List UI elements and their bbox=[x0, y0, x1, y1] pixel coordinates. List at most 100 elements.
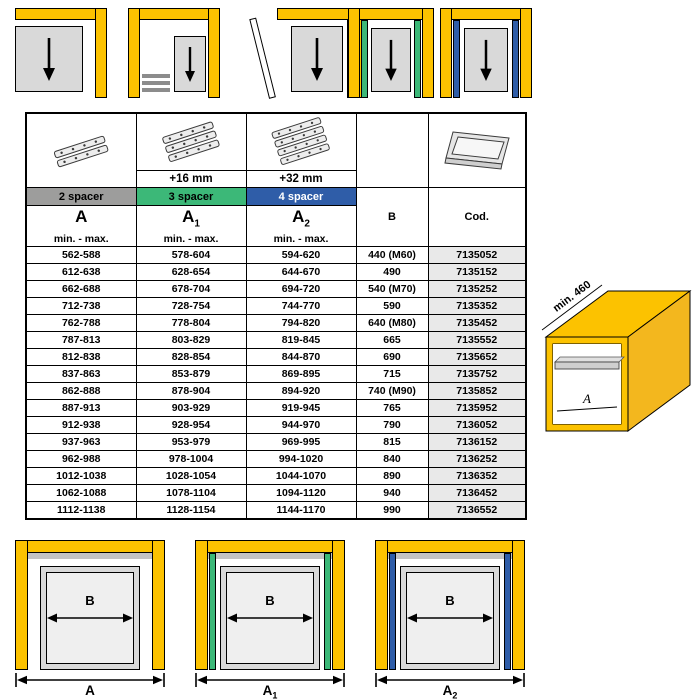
green-spacer-strip bbox=[361, 20, 368, 98]
drawer-inner: B bbox=[226, 572, 314, 664]
spacer-2-icon-cell bbox=[25, 112, 137, 188]
cell-b: 740 (M90) bbox=[355, 382, 429, 400]
drawer-inner: B bbox=[406, 572, 494, 664]
down-arrow-icon bbox=[43, 38, 55, 81]
cell-a2: 1144-1170 bbox=[245, 501, 357, 520]
plus-16-label: +16 mm bbox=[136, 170, 246, 187]
cell-a2: 869-895 bbox=[245, 365, 357, 383]
b-dimension-label: B bbox=[265, 592, 275, 608]
tray-icon bbox=[429, 115, 526, 187]
cell-a: 712-738 bbox=[25, 297, 137, 315]
drawer-frame: B bbox=[220, 566, 320, 670]
cell-a1: 828-854 bbox=[135, 348, 247, 366]
iso-cabinet-diagram: min. 460 A bbox=[540, 245, 698, 445]
cell-a1: 778-804 bbox=[135, 314, 247, 332]
cell-cod: 7136452 bbox=[427, 484, 527, 502]
depth-dimension-line bbox=[541, 284, 603, 331]
cell-b: 790 bbox=[355, 416, 429, 434]
insert-panel bbox=[464, 28, 508, 92]
cell-cod: 7136352 bbox=[427, 467, 527, 485]
insert-panel bbox=[174, 36, 206, 92]
cabinet-top-bar bbox=[195, 540, 345, 553]
b-dimension-label: B bbox=[445, 592, 455, 608]
cabinet-side-bar bbox=[152, 540, 165, 670]
b-dimension-arrow bbox=[47, 613, 133, 623]
cell-b: 540 (M70) bbox=[355, 280, 429, 298]
cabinet-side-bar bbox=[512, 540, 525, 670]
top-diagram-5 bbox=[440, 8, 532, 102]
cell-cod: 7135252 bbox=[427, 280, 527, 298]
insert-panel bbox=[15, 26, 83, 92]
cell-a2: 694-720 bbox=[245, 280, 357, 298]
cell-a2: 944-970 bbox=[245, 416, 357, 434]
down-arrow-icon bbox=[385, 39, 397, 82]
cell-a2: 1094-1120 bbox=[245, 484, 357, 502]
cell-cod: 7135152 bbox=[427, 263, 527, 281]
cell-a1: 578-604 bbox=[135, 246, 247, 264]
cell-a2: 969-995 bbox=[245, 433, 357, 451]
stacked-rail bbox=[142, 74, 170, 78]
plus-32-label: +32 mm bbox=[246, 170, 356, 187]
cell-a: 837-863 bbox=[25, 365, 137, 383]
spacer-band-row: 2 spacer 3 spacer 4 spacer B Cod. bbox=[25, 187, 527, 247]
cell-a1: 1078-1104 bbox=[135, 484, 247, 502]
col-header-cod: Cod. bbox=[427, 187, 527, 247]
cell-a2: 919-945 bbox=[245, 399, 357, 417]
width-dimension-line bbox=[556, 406, 618, 412]
cabinet-top-bar bbox=[128, 8, 220, 20]
down-arrow-icon bbox=[480, 39, 492, 82]
cabinet-top-bar bbox=[15, 540, 165, 553]
cell-a: 1062-1088 bbox=[25, 484, 137, 502]
cell-a2: 594-620 bbox=[245, 246, 357, 264]
front-diagram-4spacer: B A2 bbox=[375, 540, 525, 700]
cabinet-side-bar bbox=[128, 8, 140, 98]
cabinet-top-bar bbox=[15, 8, 107, 20]
cell-a: 812-838 bbox=[25, 348, 137, 366]
a-dimension-arrow bbox=[15, 673, 165, 687]
col-header-a2: A2 min. - max. bbox=[245, 205, 357, 247]
cell-a2: 1044-1070 bbox=[245, 467, 357, 485]
spacer-3-icon bbox=[137, 114, 246, 170]
cell-b: 990 bbox=[355, 501, 429, 520]
col-header-b: B bbox=[355, 187, 429, 247]
cell-a: 762-788 bbox=[25, 314, 137, 332]
cell-b: 890 bbox=[355, 467, 429, 485]
a2-dimension-label: A2 bbox=[442, 683, 458, 700]
cell-cod: 7135952 bbox=[427, 399, 527, 417]
cell-a: 562-588 bbox=[25, 246, 137, 264]
cell-a1: 903-929 bbox=[135, 399, 247, 417]
cell-a: 1012-1038 bbox=[25, 467, 137, 485]
cabinet-side-bar bbox=[95, 8, 107, 98]
cell-a1: 1028-1054 bbox=[135, 467, 247, 485]
green-spacer-strip bbox=[414, 20, 421, 98]
cabinet-top-bar bbox=[375, 540, 525, 553]
cell-cod: 7136052 bbox=[427, 416, 527, 434]
icons-row: +16 mm bbox=[25, 112, 527, 188]
drawer-frame: B bbox=[40, 566, 140, 670]
top-diagram-4 bbox=[348, 8, 434, 102]
down-arrow-icon bbox=[185, 47, 195, 82]
front-diagram-3spacer: B A1 bbox=[195, 540, 345, 700]
cell-a2: 894-920 bbox=[245, 382, 357, 400]
cell-a: 612-638 bbox=[25, 263, 137, 281]
cell-a2: 644-670 bbox=[245, 263, 357, 281]
frame-rail-top bbox=[554, 356, 625, 363]
cabinet-side-bar bbox=[195, 540, 208, 670]
cell-b: 490 bbox=[355, 263, 429, 281]
cell-cod: 7135652 bbox=[427, 348, 527, 366]
col-header-a: A min. - max. bbox=[25, 205, 137, 247]
cell-cod: 7135752 bbox=[427, 365, 527, 383]
band-3-spacer: 3 spacer bbox=[135, 187, 247, 206]
spacer-3-icon-cell: +16 mm bbox=[135, 112, 247, 188]
top-diagram-1 bbox=[15, 8, 107, 102]
a1-dimension-label: A1 bbox=[262, 683, 278, 700]
blue-spacer-strip bbox=[504, 553, 511, 670]
cell-b: 640 (M80) bbox=[355, 314, 429, 332]
